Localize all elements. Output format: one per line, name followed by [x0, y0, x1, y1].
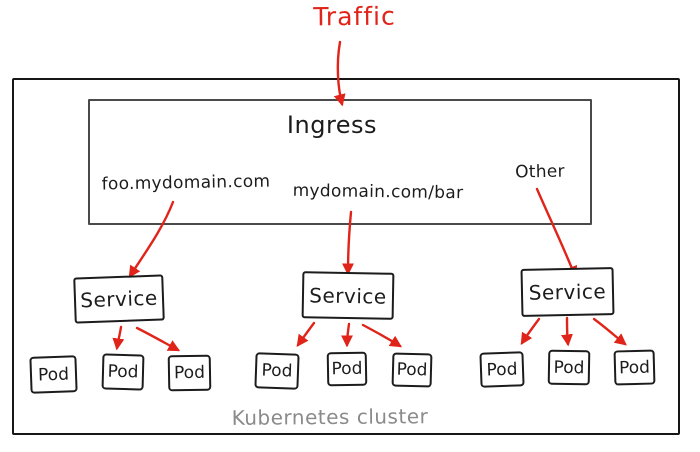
- ingress-rule-foo: foo.mydomain.com: [101, 171, 271, 195]
- service-box-2: Service: [301, 271, 395, 320]
- pod-box-3-2: Pod: [547, 349, 591, 386]
- ingress-rule-bar: mydomain.com/bar: [292, 180, 464, 204]
- cluster-label: Kubernetes cluster: [231, 404, 429, 430]
- kubernetes-cluster-box: [12, 78, 680, 435]
- pod-box-1-1: Pod: [29, 355, 78, 394]
- pod-box-1-3: Pod: [167, 354, 212, 392]
- pod-box-3-1: Pod: [479, 351, 525, 388]
- service-box-1: Service: [73, 274, 165, 324]
- pod-box-2-3: Pod: [391, 352, 433, 388]
- pod-box-3-3: Pod: [613, 349, 656, 386]
- ingress-title: Ingress: [286, 111, 378, 139]
- service-box-3: Service: [520, 267, 615, 317]
- traffic-label: Traffic: [313, 1, 396, 32]
- ingress-rule-other: Other: [514, 161, 566, 183]
- pod-box-2-2: Pod: [326, 351, 368, 387]
- pod-box-1-2: Pod: [101, 353, 145, 391]
- pod-box-2-1: Pod: [254, 352, 300, 390]
